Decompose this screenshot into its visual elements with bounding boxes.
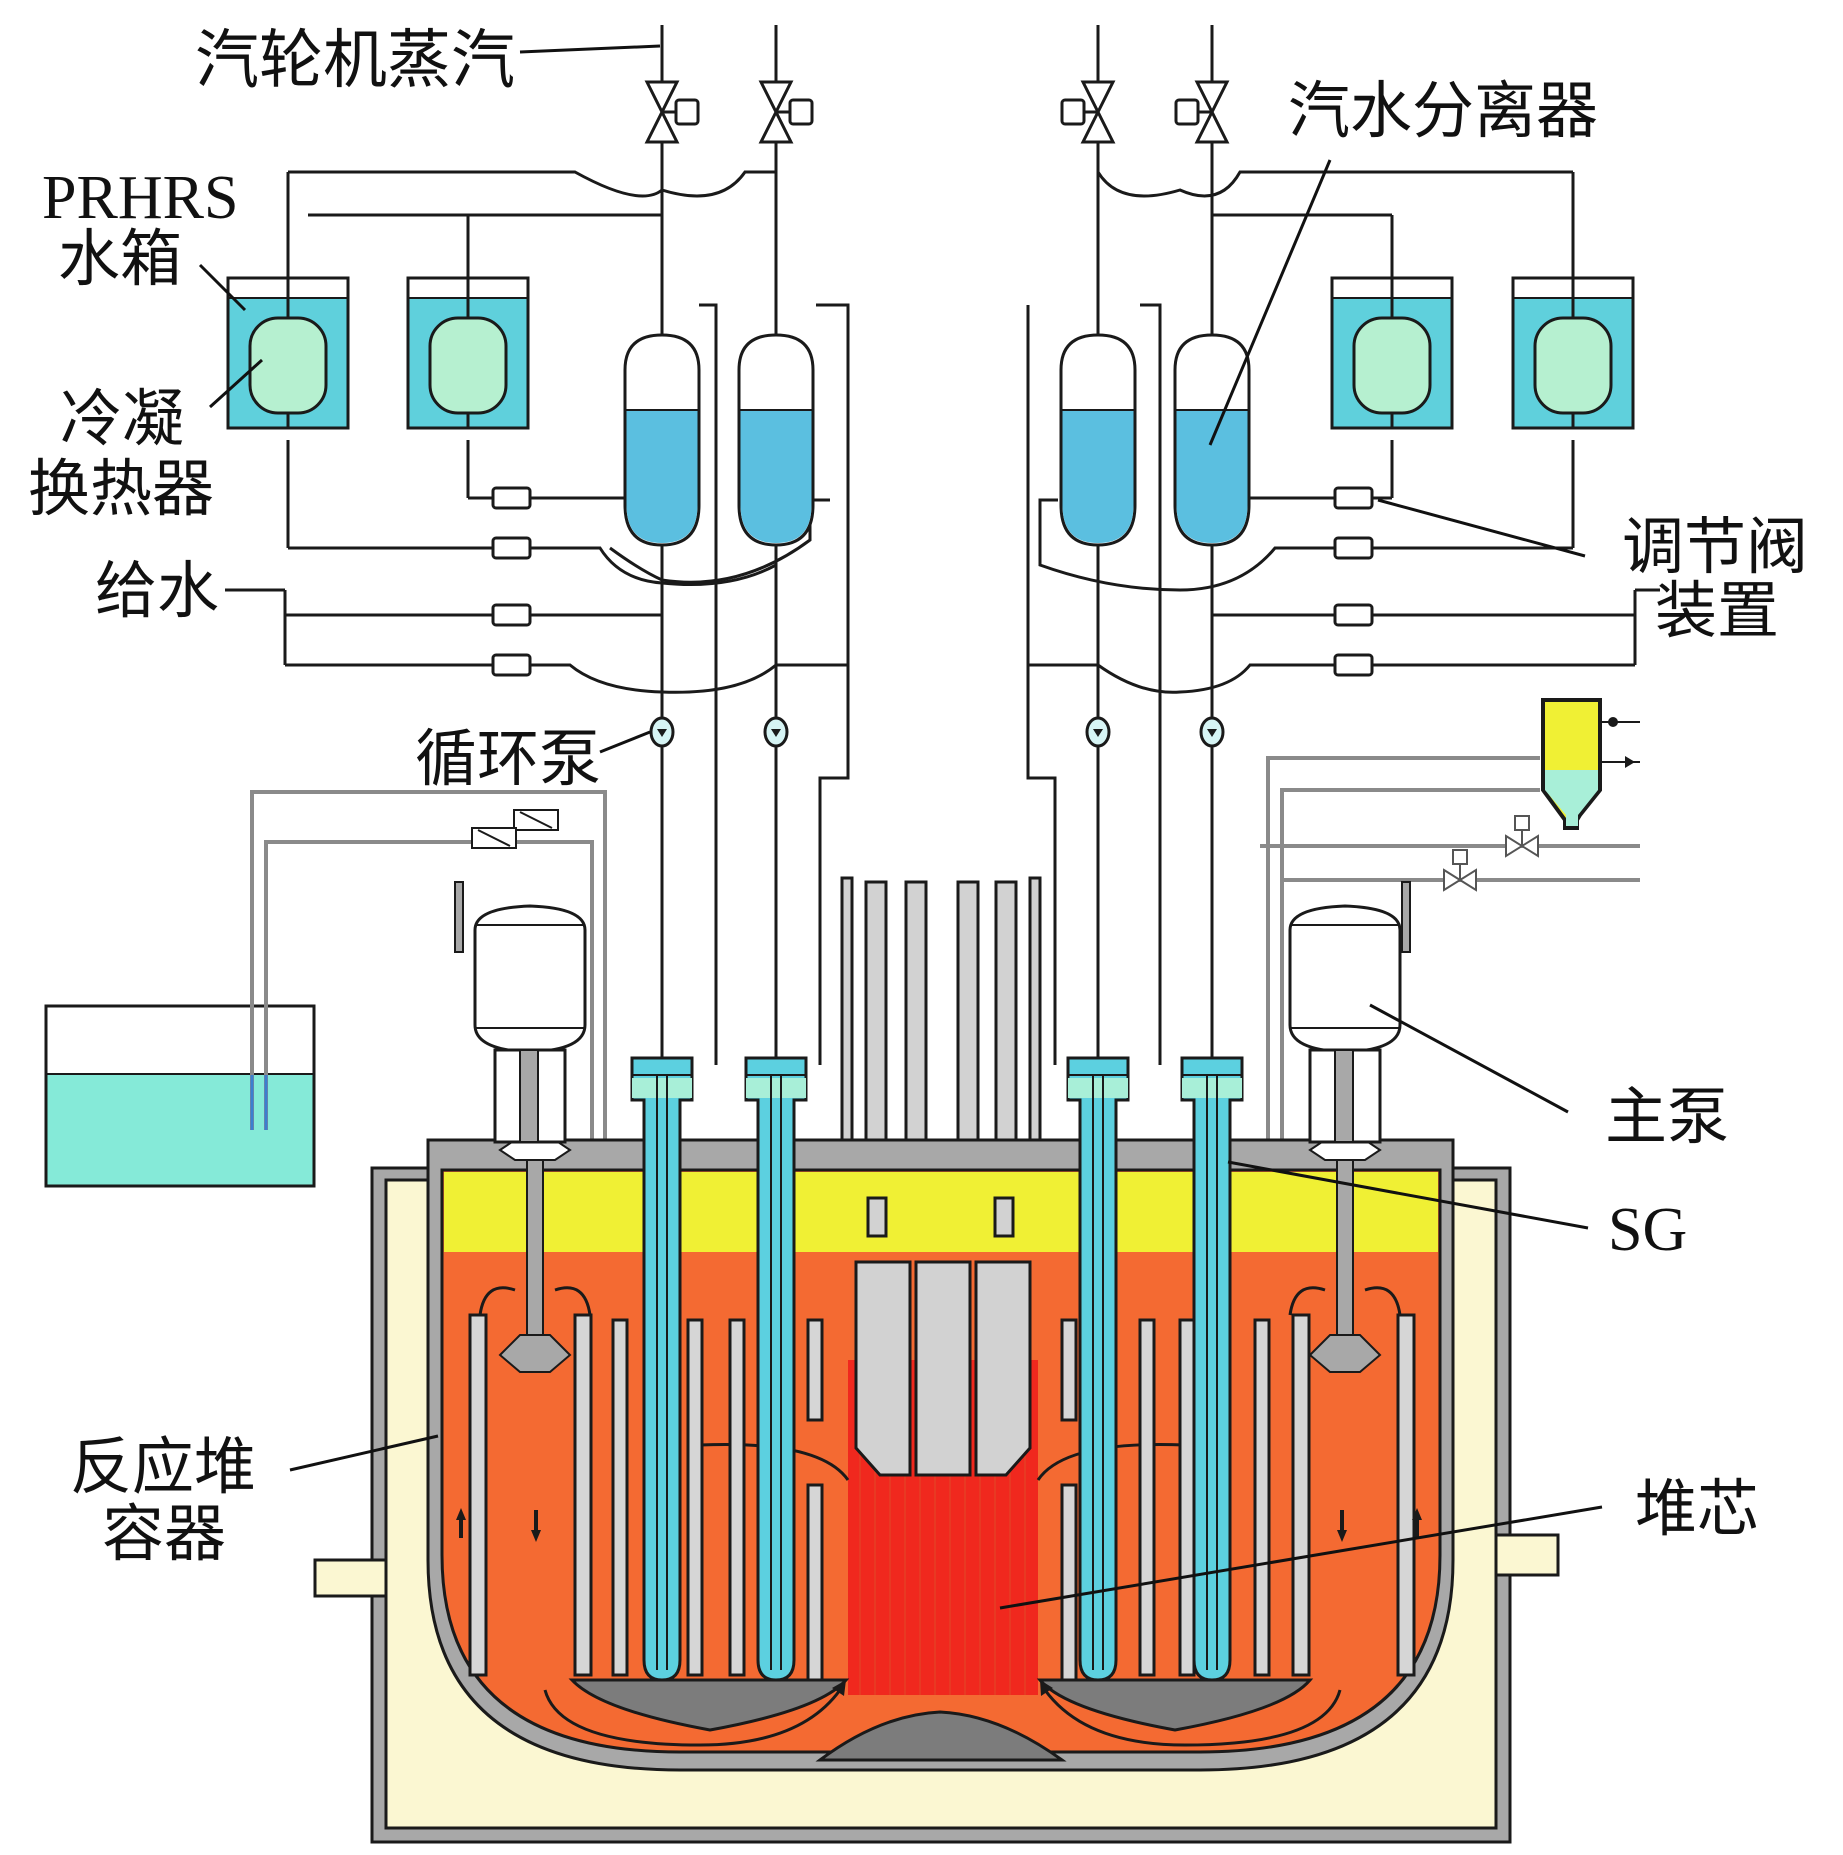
secondary-piping-right [1026, 25, 1660, 1065]
steam-generator [1066, 1056, 1130, 1682]
label-turbine-steam: 汽轮机蒸汽 [195, 25, 515, 96]
steam-generator [744, 1056, 808, 1682]
label-condenser-2: 换热器 [28, 456, 214, 524]
label-condenser-1: 冷凝 [60, 386, 184, 454]
label-feedwater: 给水 [95, 558, 219, 626]
label-prhrs: PRHRS [42, 164, 238, 232]
auxiliary-right [1260, 698, 1640, 1160]
label-sg: SG [1608, 1196, 1687, 1264]
check-valve-icon [513, 809, 559, 831]
steam-valve-icon [644, 80, 700, 144]
regulating-valve [1333, 603, 1374, 627]
regulating-valve [1333, 486, 1374, 510]
steam-generators [630, 1056, 1244, 1682]
separator [623, 333, 701, 547]
check-valve-icon [471, 827, 517, 849]
label-separator: 汽水分离器 [1288, 78, 1598, 146]
label-main-pump: 主泵 [1605, 1084, 1729, 1152]
condenser-heat-exchanger [1352, 316, 1432, 415]
labels: 汽轮机蒸汽 PRHRS 水箱 冷凝 换热器 给水 循环泵 汽水分离器 调节阀 装… [28, 25, 1808, 1569]
steam-valve-icon [758, 80, 814, 144]
label-circulation-pump: 循环泵 [415, 726, 601, 794]
regulating-valve [491, 653, 532, 677]
auxiliary-pool [44, 790, 607, 1188]
prhrs-tank [406, 276, 530, 430]
circulation-pumps [649, 716, 1225, 748]
steam-valve-icon [1174, 80, 1230, 144]
circulation-pump-icon [1199, 716, 1225, 748]
label-core: 堆芯 [1635, 1476, 1759, 1544]
label-control-valve-1: 调节阀 [1622, 514, 1808, 582]
regulating-valve [1333, 653, 1374, 677]
leader-lines [198, 44, 1603, 1610]
secondary-piping-left [225, 25, 850, 1065]
steam-valve-icon [1060, 80, 1116, 144]
separator [1059, 333, 1137, 547]
prhrs-tank [1511, 276, 1635, 430]
dump-tank [1541, 698, 1640, 830]
control-rod-drives [840, 876, 1042, 1142]
main-pump-motor [1288, 881, 1411, 1144]
label-control-valve-2: 装置 [1655, 578, 1779, 646]
condenser-heat-exchanger [1533, 316, 1613, 415]
motor-valve-icon [1443, 849, 1477, 892]
circulation-pump-icon [1085, 716, 1111, 748]
regulating-valve [491, 486, 532, 510]
prhrs-tank [226, 276, 350, 430]
main-pump-motor [454, 881, 587, 1144]
regulating-valve [491, 536, 532, 560]
steam-valves [644, 80, 1230, 144]
riser-channels [468, 1313, 1416, 1682]
main-pump-motors [454, 881, 1411, 1144]
separator [737, 333, 815, 547]
circulation-pump-icon [763, 716, 789, 748]
motor-valve-icon [1505, 815, 1539, 858]
regulating-valve [491, 603, 532, 627]
steam-water-separators [623, 333, 1251, 547]
flow-arrows [456, 1508, 1422, 1542]
steam-generator [1180, 1056, 1244, 1682]
label-vessel-1: 反应堆 [70, 1434, 256, 1502]
condenser-heat-exchanger [248, 316, 328, 415]
circulation-pump-icon [649, 716, 675, 748]
prhrs-tank [1330, 276, 1454, 430]
label-vessel-2: 容器 [102, 1501, 226, 1569]
prhrs-tanks [226, 276, 1635, 430]
label-water-tank: 水箱 [58, 226, 182, 294]
steam-generator [630, 1056, 694, 1682]
regulating-valve [1333, 536, 1374, 560]
condenser-heat-exchanger [428, 316, 508, 415]
